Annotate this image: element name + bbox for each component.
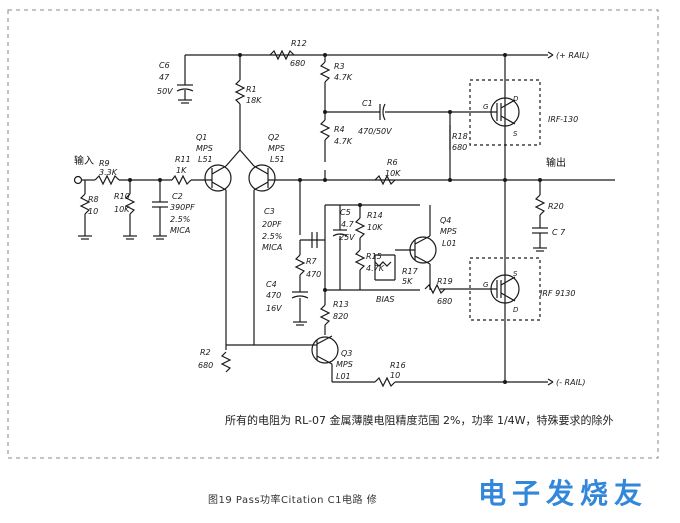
neg-rail-label: (- RAIL) (556, 378, 586, 387)
q3-part: L01 (336, 372, 351, 381)
q3-label: Q3 (341, 349, 352, 358)
irf130-gate-pin: G (483, 103, 489, 111)
r18-label: R18 (452, 132, 468, 141)
r7-value: 470 (306, 270, 321, 279)
r13-value: 820 (333, 312, 348, 321)
c5-voltage: 25V (339, 233, 355, 242)
c2-label: C2 (172, 192, 183, 201)
r14-value: 10K (367, 223, 383, 232)
c3-tolerance: 2.5% (262, 232, 282, 241)
figure-caption: 图19 Pass功率Citation C1电路 修 (208, 495, 378, 506)
irf130-drain-pin: D (513, 95, 519, 103)
q2-type: MPS (268, 144, 285, 153)
r8-label: R8 (88, 195, 99, 204)
r9-value: 3.3K (99, 168, 118, 177)
r17-value: 5K (402, 277, 413, 286)
resistor-note: 所有的电阻为 RL-07 金属薄膜电阻精度范围 2%，功率 1/4W，特殊要求的… (225, 414, 614, 427)
r11-value: 1K (176, 166, 187, 175)
q4-type: MPS (440, 227, 457, 236)
c5-label: C5 (340, 208, 351, 217)
r6-value: 10K (385, 169, 401, 178)
c3-type: MICA (262, 243, 282, 252)
r18-value: 680 (452, 143, 467, 152)
q1-label: Q1 (196, 133, 207, 142)
c4-value: 470 (266, 291, 281, 300)
r2-label: R2 (200, 348, 211, 357)
r6-label: R6 (387, 158, 398, 167)
r12-label: R12 (291, 39, 307, 48)
q4-part: L01 (442, 239, 457, 248)
c6-label: C6 (159, 61, 170, 70)
irf130-source-pin: S (513, 130, 518, 138)
r9-label: R9 (99, 159, 110, 168)
c3-value: 20PF (262, 220, 282, 229)
output-label: 输出 (546, 156, 566, 169)
irf9130-gate-pin: G (483, 281, 489, 289)
c4-label: C4 (266, 280, 277, 289)
c2-value: 390PF (170, 203, 195, 212)
r7-label: R7 (306, 257, 318, 266)
c7-label: C 7 (552, 228, 566, 237)
r3-value: 4.7K (334, 73, 353, 82)
r10-label: R10 (114, 192, 130, 201)
irf9130-drain-pin: D (513, 306, 519, 314)
c2-tolerance: 2.5% (170, 215, 190, 224)
c4-voltage: 16V (266, 304, 282, 313)
bias-label: BIAS (376, 295, 394, 304)
q3-type: MPS (336, 360, 353, 369)
q2-label: Q2 (268, 133, 279, 142)
r4-value: 4.7K (334, 137, 353, 146)
r13-label: R13 (333, 300, 349, 309)
r12-value: 680 (290, 59, 305, 68)
pos-rail-label: (+ RAIL) (556, 51, 589, 60)
c5-value: 4.7 (341, 220, 355, 229)
r2-value: 680 (198, 361, 213, 370)
q2-part: L51 (270, 155, 285, 164)
r1-value: 18K (246, 96, 262, 105)
c6-voltage: 50V (157, 87, 173, 96)
input-label: 输入 (74, 154, 94, 167)
r14-label: R14 (367, 211, 383, 220)
irf9130-label: IRF 9130 (540, 289, 575, 298)
irf130-label: IRF-130 (548, 115, 578, 124)
c6-value: 47 (159, 73, 170, 82)
r15-label: R15 (366, 252, 382, 261)
r1-label: R1 (246, 85, 257, 94)
r19-label: R19 (437, 277, 453, 286)
r19-value: 680 (437, 297, 452, 306)
c1-value: 470/50V (358, 127, 392, 136)
c2-type: MICA (170, 226, 190, 235)
r10-value: 10K (114, 205, 130, 214)
q1-part: L51 (198, 155, 213, 164)
r17-label: R17 (402, 267, 419, 276)
r15-value: 4.7K (366, 264, 385, 273)
r11-label: R11 (175, 155, 191, 164)
r3-label: R3 (334, 62, 345, 71)
r8-value: 10 (88, 207, 98, 216)
q4-label: Q4 (440, 216, 451, 225)
r16-value: 10 (390, 371, 400, 380)
c3-label: C3 (264, 207, 275, 216)
r4-label: R4 (334, 125, 345, 134)
q1-type: MPS (196, 144, 213, 153)
watermark-logo: 电子发烧友 (478, 477, 649, 510)
r16-label: R16 (390, 361, 406, 370)
c1-label: C1 (362, 99, 373, 108)
irf9130-source-pin: S (513, 270, 518, 278)
r20-label: R20 (548, 202, 564, 211)
